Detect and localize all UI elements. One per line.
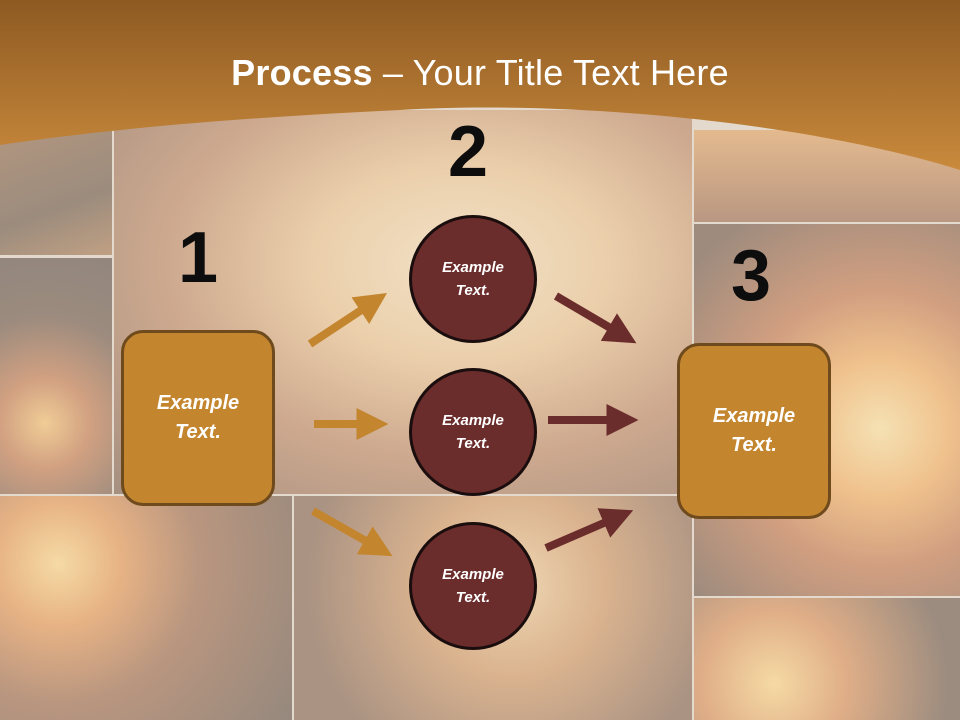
step-2-circle-bottom: Example Text. xyxy=(409,522,537,650)
arrow-left-down xyxy=(311,507,393,557)
step-number-1: 1 xyxy=(178,218,219,298)
step-2-circle-top: Example Text. xyxy=(409,215,537,343)
title-strong: Process xyxy=(231,52,373,93)
step-number-3: 3 xyxy=(731,236,772,316)
arrow-right-up xyxy=(544,508,634,552)
title-band xyxy=(0,0,960,170)
arrow-left-up xyxy=(307,293,388,348)
slide-title: Process – Your Title Text Here xyxy=(0,52,960,94)
step-1-box: Example Text. xyxy=(121,330,275,506)
step-2-circle-middle: Example Text. xyxy=(409,368,537,496)
step-3-box: Example Text. xyxy=(677,343,831,519)
title-rest: – Your Title Text Here xyxy=(372,52,729,93)
arrow-right-down xyxy=(553,292,637,344)
step-number-2: 2 xyxy=(448,112,489,192)
